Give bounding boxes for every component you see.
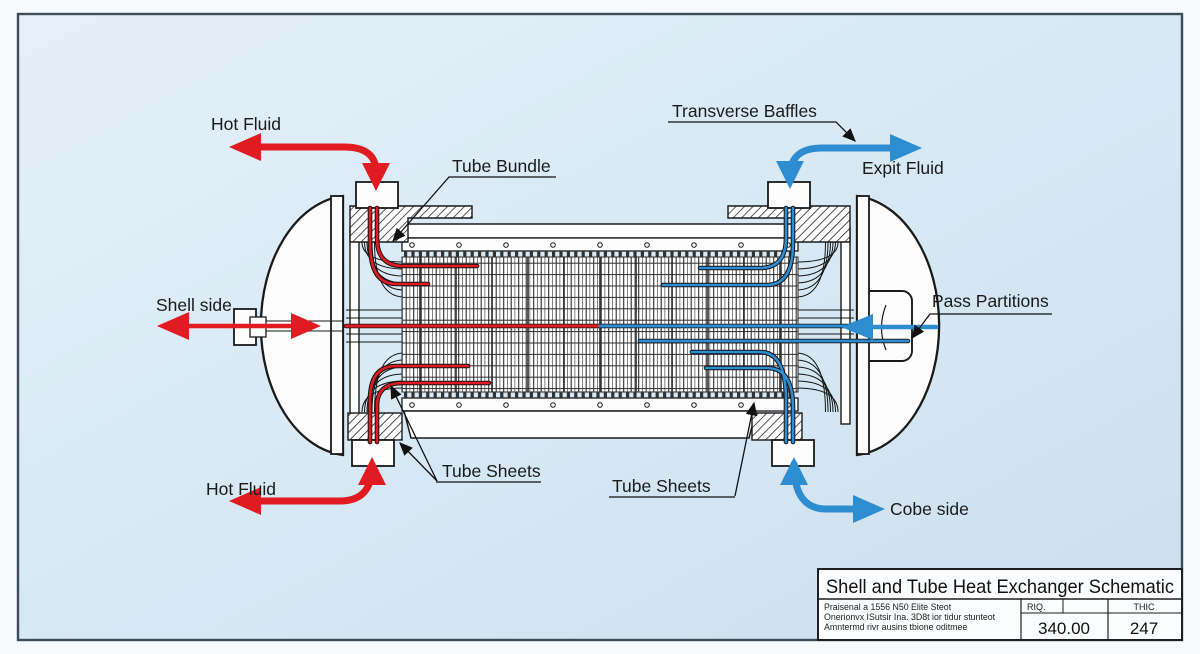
label-transverse-baffles: Transverse Baffles	[672, 101, 817, 121]
label-shell-side: Shell side	[156, 295, 232, 315]
tube-sheets-left-leader-1	[390, 384, 438, 482]
field2-value: 247	[1130, 619, 1158, 638]
transverse-baffles-leader	[668, 121, 856, 142]
note-line-2: Onerionvx ISutsir Ina. 3D8t ior tidur st…	[824, 612, 996, 622]
label-tube-sheets-left: Tube Sheets	[442, 461, 541, 481]
note-line-3: Amntermd rivr ausins tbione oditmee	[824, 622, 967, 632]
field2-label: THIC	[1134, 602, 1155, 612]
flange-top-left	[349, 205, 473, 243]
field1-label: RIQ.	[1027, 602, 1046, 612]
shell-bottom-wall	[403, 410, 757, 439]
tube-sheets-bottom-leader	[734, 401, 758, 497]
label-tube-bundle: Tube Bundle	[452, 156, 551, 176]
tube-bundle-leader	[392, 176, 556, 242]
note-line-1: Praisenal a 1556 N50 Elite Steot	[824, 602, 952, 612]
title-block-notes: Praisenal a 1556 N50 Elite Steot Onerion…	[824, 602, 996, 632]
hot-arrowheads	[157, 133, 390, 515]
title-block-title: Shell and Tube Heat Exchanger Schematic	[826, 576, 1174, 598]
label-tube-sheets-bottom: Tube Sheets	[612, 476, 711, 496]
tube-sheets-left-leader-2	[399, 442, 438, 482]
cold-arrowheads	[776, 134, 922, 523]
leader-lines	[390, 121, 1052, 498]
left-tube-sheet-plate	[330, 195, 344, 455]
label-hot-fluid-top: Hot Fluid	[211, 114, 281, 134]
label-pass-partitions: Pass Partitions	[932, 291, 1049, 311]
cold-fluid-tubes	[598, 206, 910, 444]
pass-partitions-leader	[911, 313, 1052, 340]
label-hot-fluid-bottom: Hot Fluid	[206, 479, 276, 499]
flange-bolts	[409, 242, 791, 408]
field1-value: 340.00	[1038, 619, 1090, 638]
title-block: Shell and Tube Heat Exchanger Schematic …	[817, 568, 1183, 641]
label-exit-fluid: Expit Fluid	[862, 158, 944, 178]
label-cold-side: Cobe side	[890, 499, 969, 519]
shell-top-wall	[401, 223, 799, 239]
hot-fluid-tubes	[344, 206, 602, 444]
labels: Hot Fluid Tube Bundle Transverse Baffles…	[156, 101, 1049, 519]
